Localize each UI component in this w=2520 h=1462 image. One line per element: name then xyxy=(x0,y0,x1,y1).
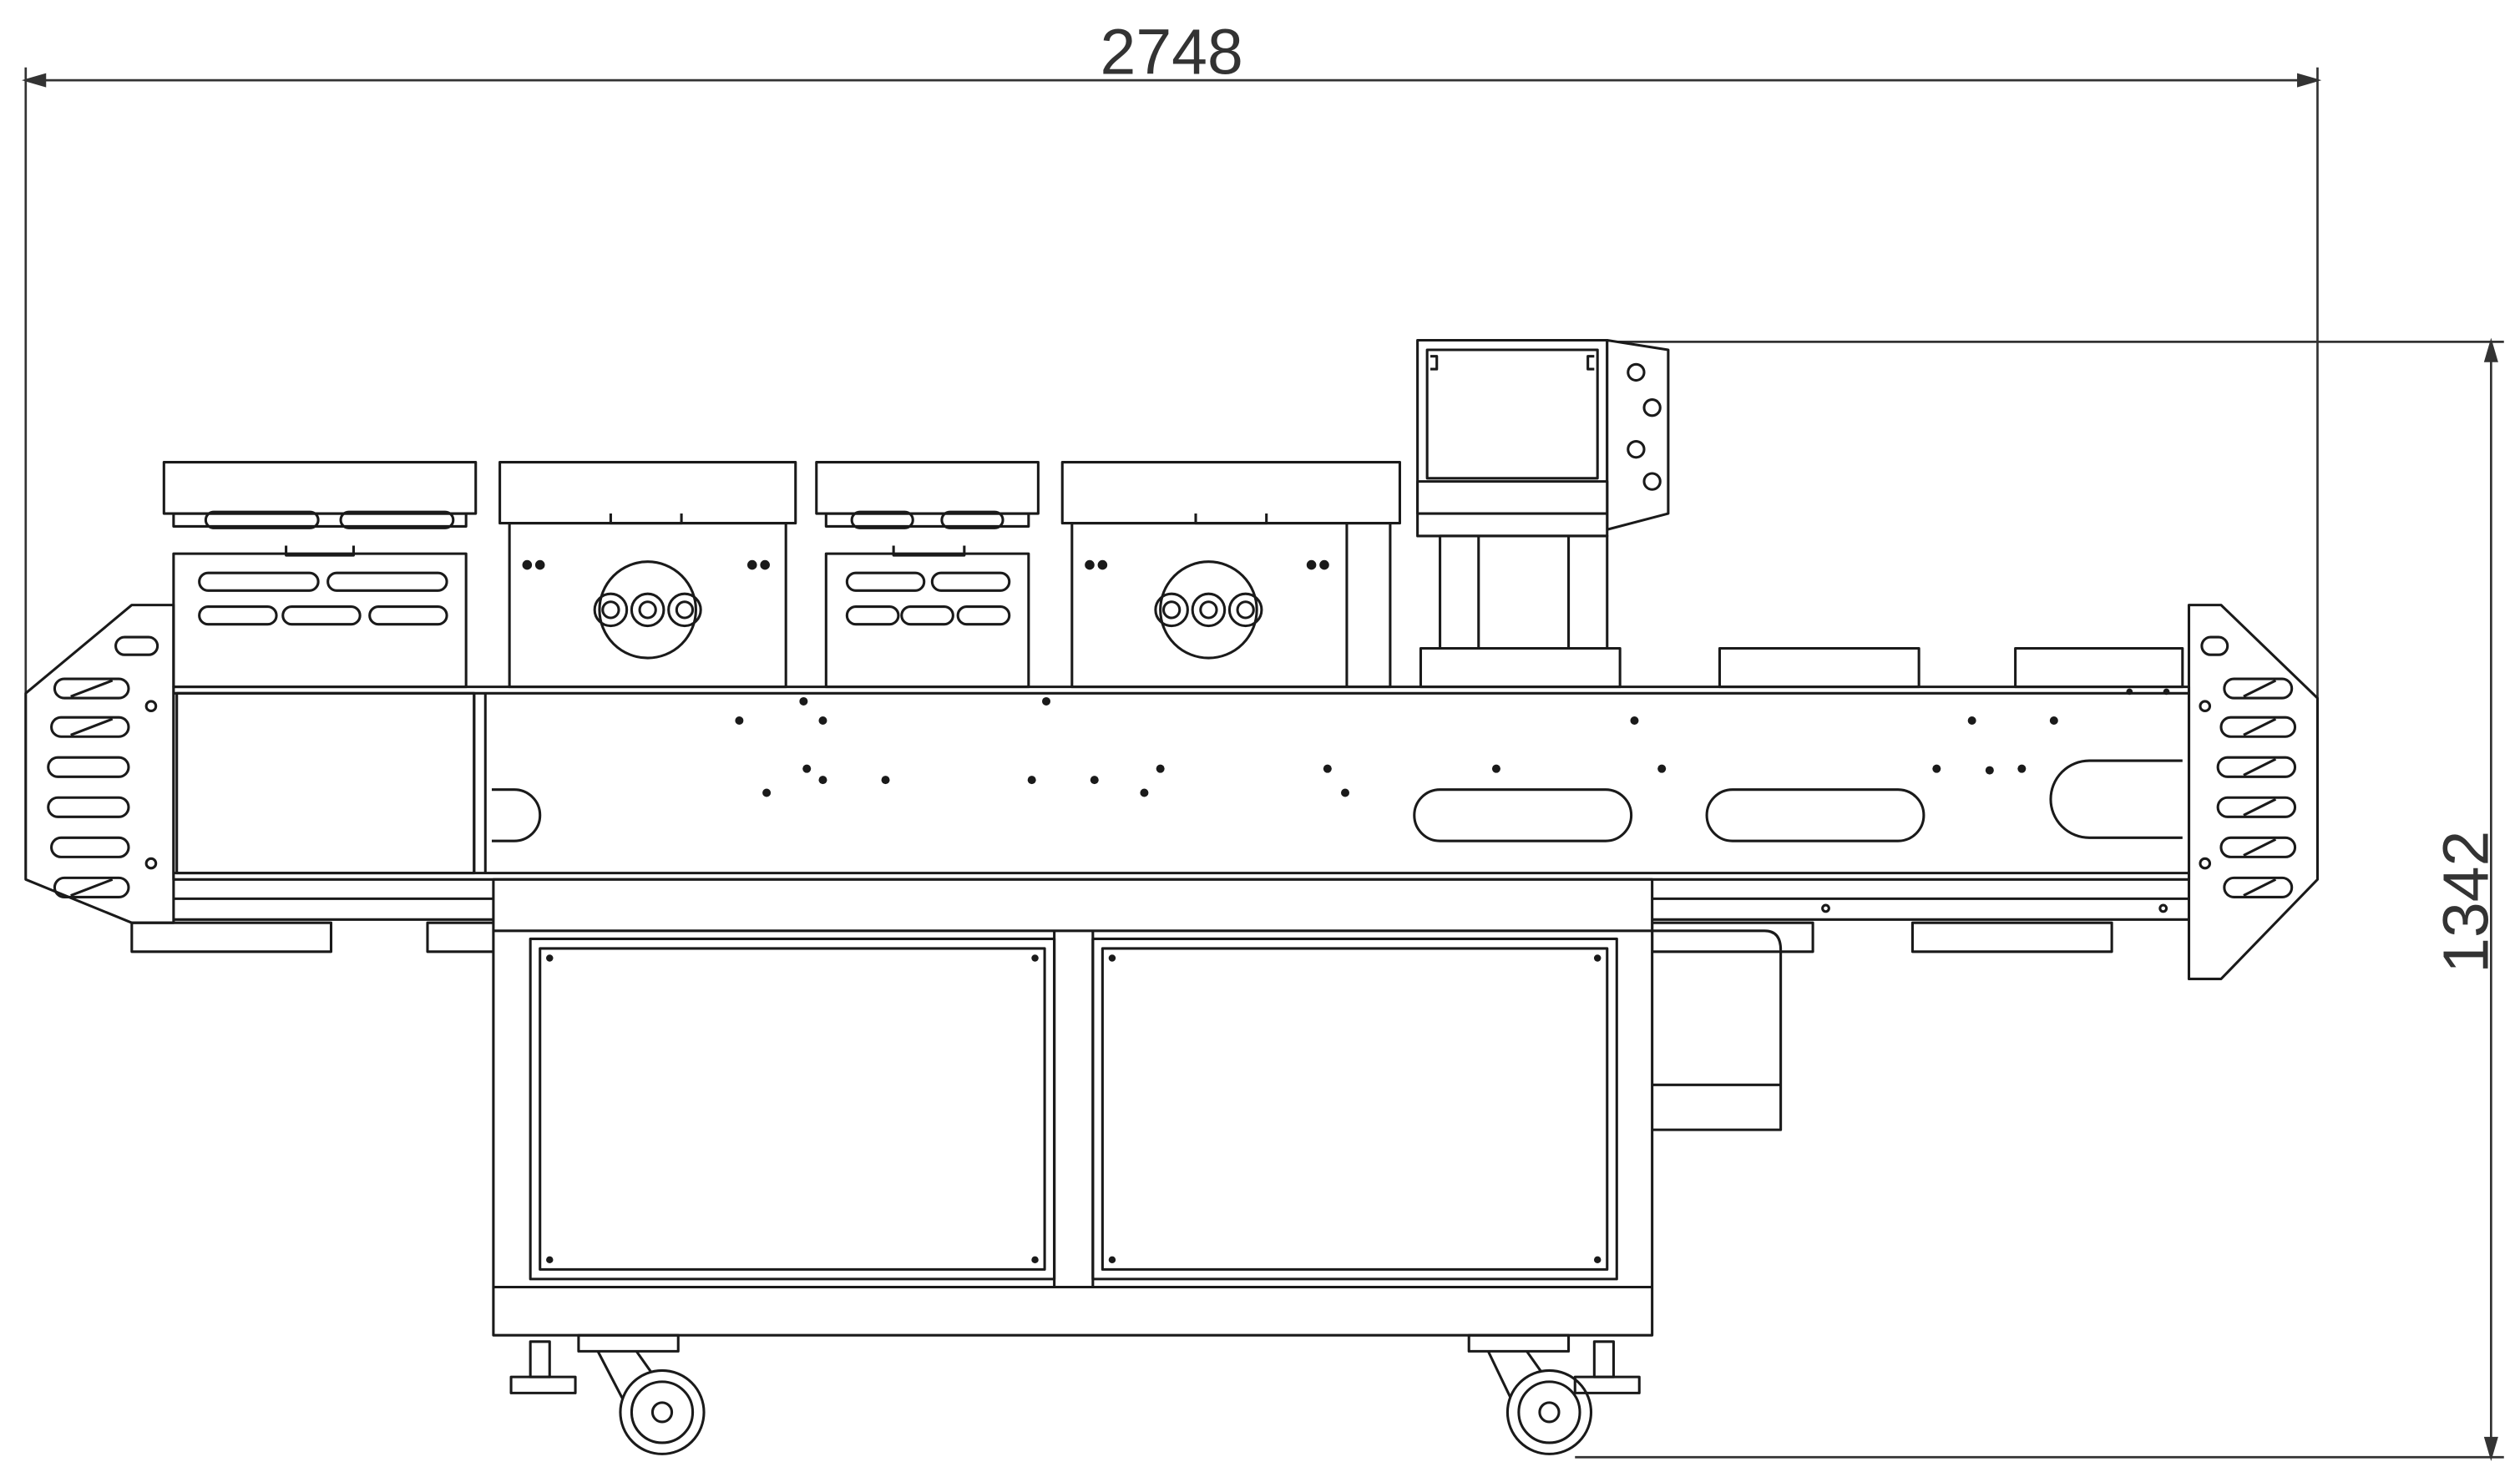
main-beam xyxy=(144,685,2212,881)
right-slot-group xyxy=(2216,677,2297,898)
beam-pad-1 xyxy=(1718,646,1920,689)
right-caster xyxy=(1467,1333,1641,1455)
base-frame xyxy=(492,878,1783,1337)
top-module-2 xyxy=(498,461,797,689)
height-dimension-label: 1342 xyxy=(2430,831,2502,974)
top-module-3 xyxy=(815,461,1040,689)
height-dimension xyxy=(1575,337,2504,1462)
left-caster xyxy=(509,1333,706,1455)
beam-pad-2 xyxy=(2014,646,2184,689)
width-dimension-label: 2748 xyxy=(1101,16,1243,88)
machine-outline xyxy=(24,338,2320,1455)
top-module-1 xyxy=(162,461,478,689)
fastener-holes xyxy=(735,688,2170,797)
left-slot-group xyxy=(47,677,130,898)
top-module-4 xyxy=(1060,461,1401,689)
left-end-plate xyxy=(24,604,175,924)
right-end-plate xyxy=(2187,604,2320,980)
control-box xyxy=(1416,338,1670,689)
